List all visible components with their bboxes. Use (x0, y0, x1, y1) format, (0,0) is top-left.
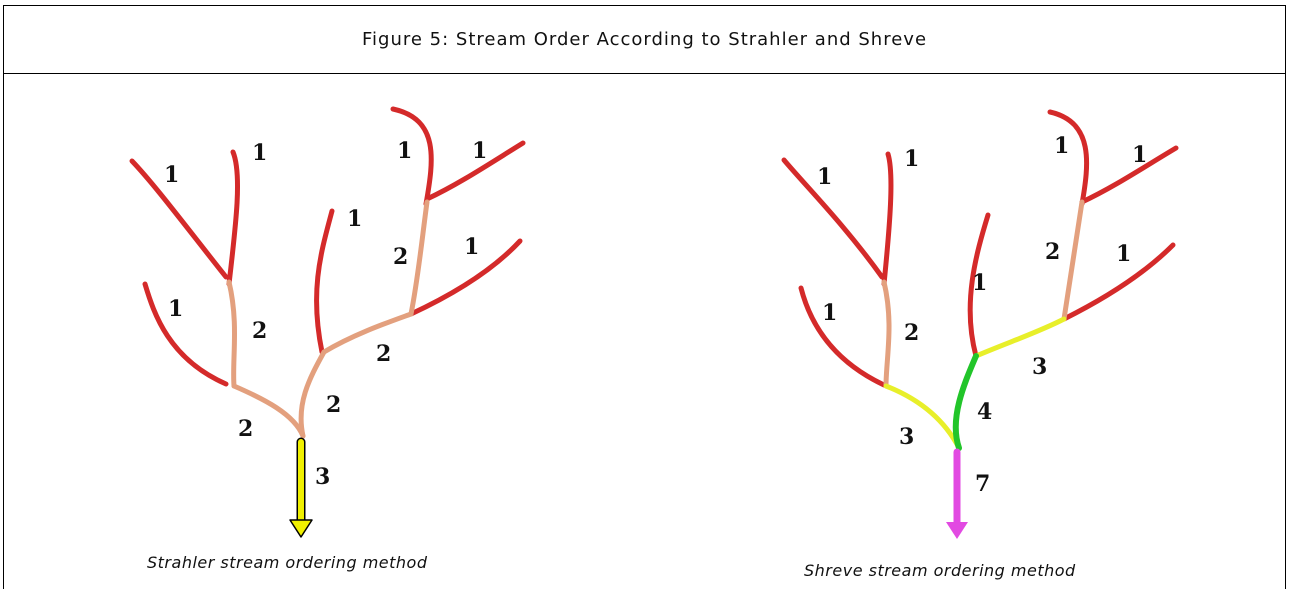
strahler-label: 1 (472, 138, 487, 164)
shreve-stream-mag1 (881, 151, 894, 287)
strahler-label: 2 (238, 416, 253, 442)
shreve-stream-mag1 (967, 212, 991, 359)
strahler-label: 2 (393, 244, 408, 270)
shreve-label: 3 (1032, 354, 1047, 380)
shreve-caption: Shreve stream ordering method (804, 561, 1076, 580)
strahler-labels: 1 1 1 1 1 1 1 2 2 2 2 2 3 (164, 138, 487, 490)
shreve-stream-mag3 (883, 383, 962, 451)
strahler-label: 1 (464, 234, 479, 260)
shreve-stream-mag4 (952, 353, 979, 451)
strahler-label: 1 (397, 138, 412, 164)
strahler-caption: Strahler stream ordering method (147, 553, 428, 572)
shreve-diagram (781, 109, 1179, 539)
strahler-label: 2 (326, 392, 341, 418)
strahler-stream-order1 (129, 158, 229, 280)
shreve-label: 1 (822, 300, 837, 326)
strahler-label: 2 (376, 341, 391, 367)
shreve-stream-mag2 (1061, 199, 1085, 322)
strahler-label: 3 (315, 464, 330, 490)
shreve-stream-mag1 (1047, 109, 1090, 207)
shreve-stream-mag3 (973, 316, 1067, 359)
strahler-label: 2 (252, 318, 267, 344)
strahler-arrowhead (289, 519, 313, 538)
shreve-stream-mag1 (798, 285, 887, 388)
strahler-label: 1 (347, 206, 362, 232)
strahler-stream-order1 (390, 106, 434, 207)
shreve-label: 7 (975, 471, 990, 497)
stream-order-diagrams: 1 1 1 1 1 1 1 2 2 2 2 2 3 (129, 106, 1179, 539)
shreve-arrowhead (946, 522, 968, 539)
strahler-stream-order1 (424, 140, 526, 202)
shreve-stream-mag1 (1079, 145, 1179, 205)
strahler-stream-order1 (314, 208, 335, 355)
strahler-stream-order2 (321, 311, 414, 355)
strahler-diagram (129, 106, 526, 538)
shreve-label: 1 (972, 270, 987, 296)
shreve-label: 1 (1054, 133, 1069, 159)
shreve-label: 2 (904, 320, 919, 346)
strahler-stream-order1 (142, 281, 229, 387)
strahler-stream-order2 (408, 199, 430, 317)
shreve-stream-mag2 (881, 279, 892, 389)
shreve-label: 4 (977, 399, 992, 425)
shreve-label: 1 (904, 146, 919, 172)
strahler-stream-order1 (226, 149, 241, 287)
shreve-labels: 1 1 1 1 1 1 1 2 2 3 3 4 7 (817, 133, 1147, 497)
shreve-stream-mag1 (781, 157, 885, 280)
shreve-label: 1 (817, 164, 832, 190)
strahler-stream-order2 (298, 349, 327, 439)
shreve-label: 1 (1132, 142, 1147, 168)
shreve-label: 3 (899, 424, 914, 450)
shreve-stream-mag1 (1061, 242, 1176, 322)
shreve-label: 1 (1116, 241, 1131, 267)
strahler-label: 1 (164, 162, 179, 188)
shreve-label: 2 (1045, 239, 1060, 265)
strahler-label: 1 (252, 140, 267, 166)
strahler-stream-order1 (408, 238, 523, 317)
diagram-area: 1 1 1 1 1 1 1 2 2 2 2 2 3 (4, 74, 1287, 590)
strahler-label: 1 (168, 296, 183, 322)
figure-title: Figure 5: Stream Order According to Stra… (4, 6, 1285, 74)
figure-frame: Figure 5: Stream Order According to Stra… (3, 5, 1286, 589)
strahler-stream-order2 (226, 279, 238, 389)
